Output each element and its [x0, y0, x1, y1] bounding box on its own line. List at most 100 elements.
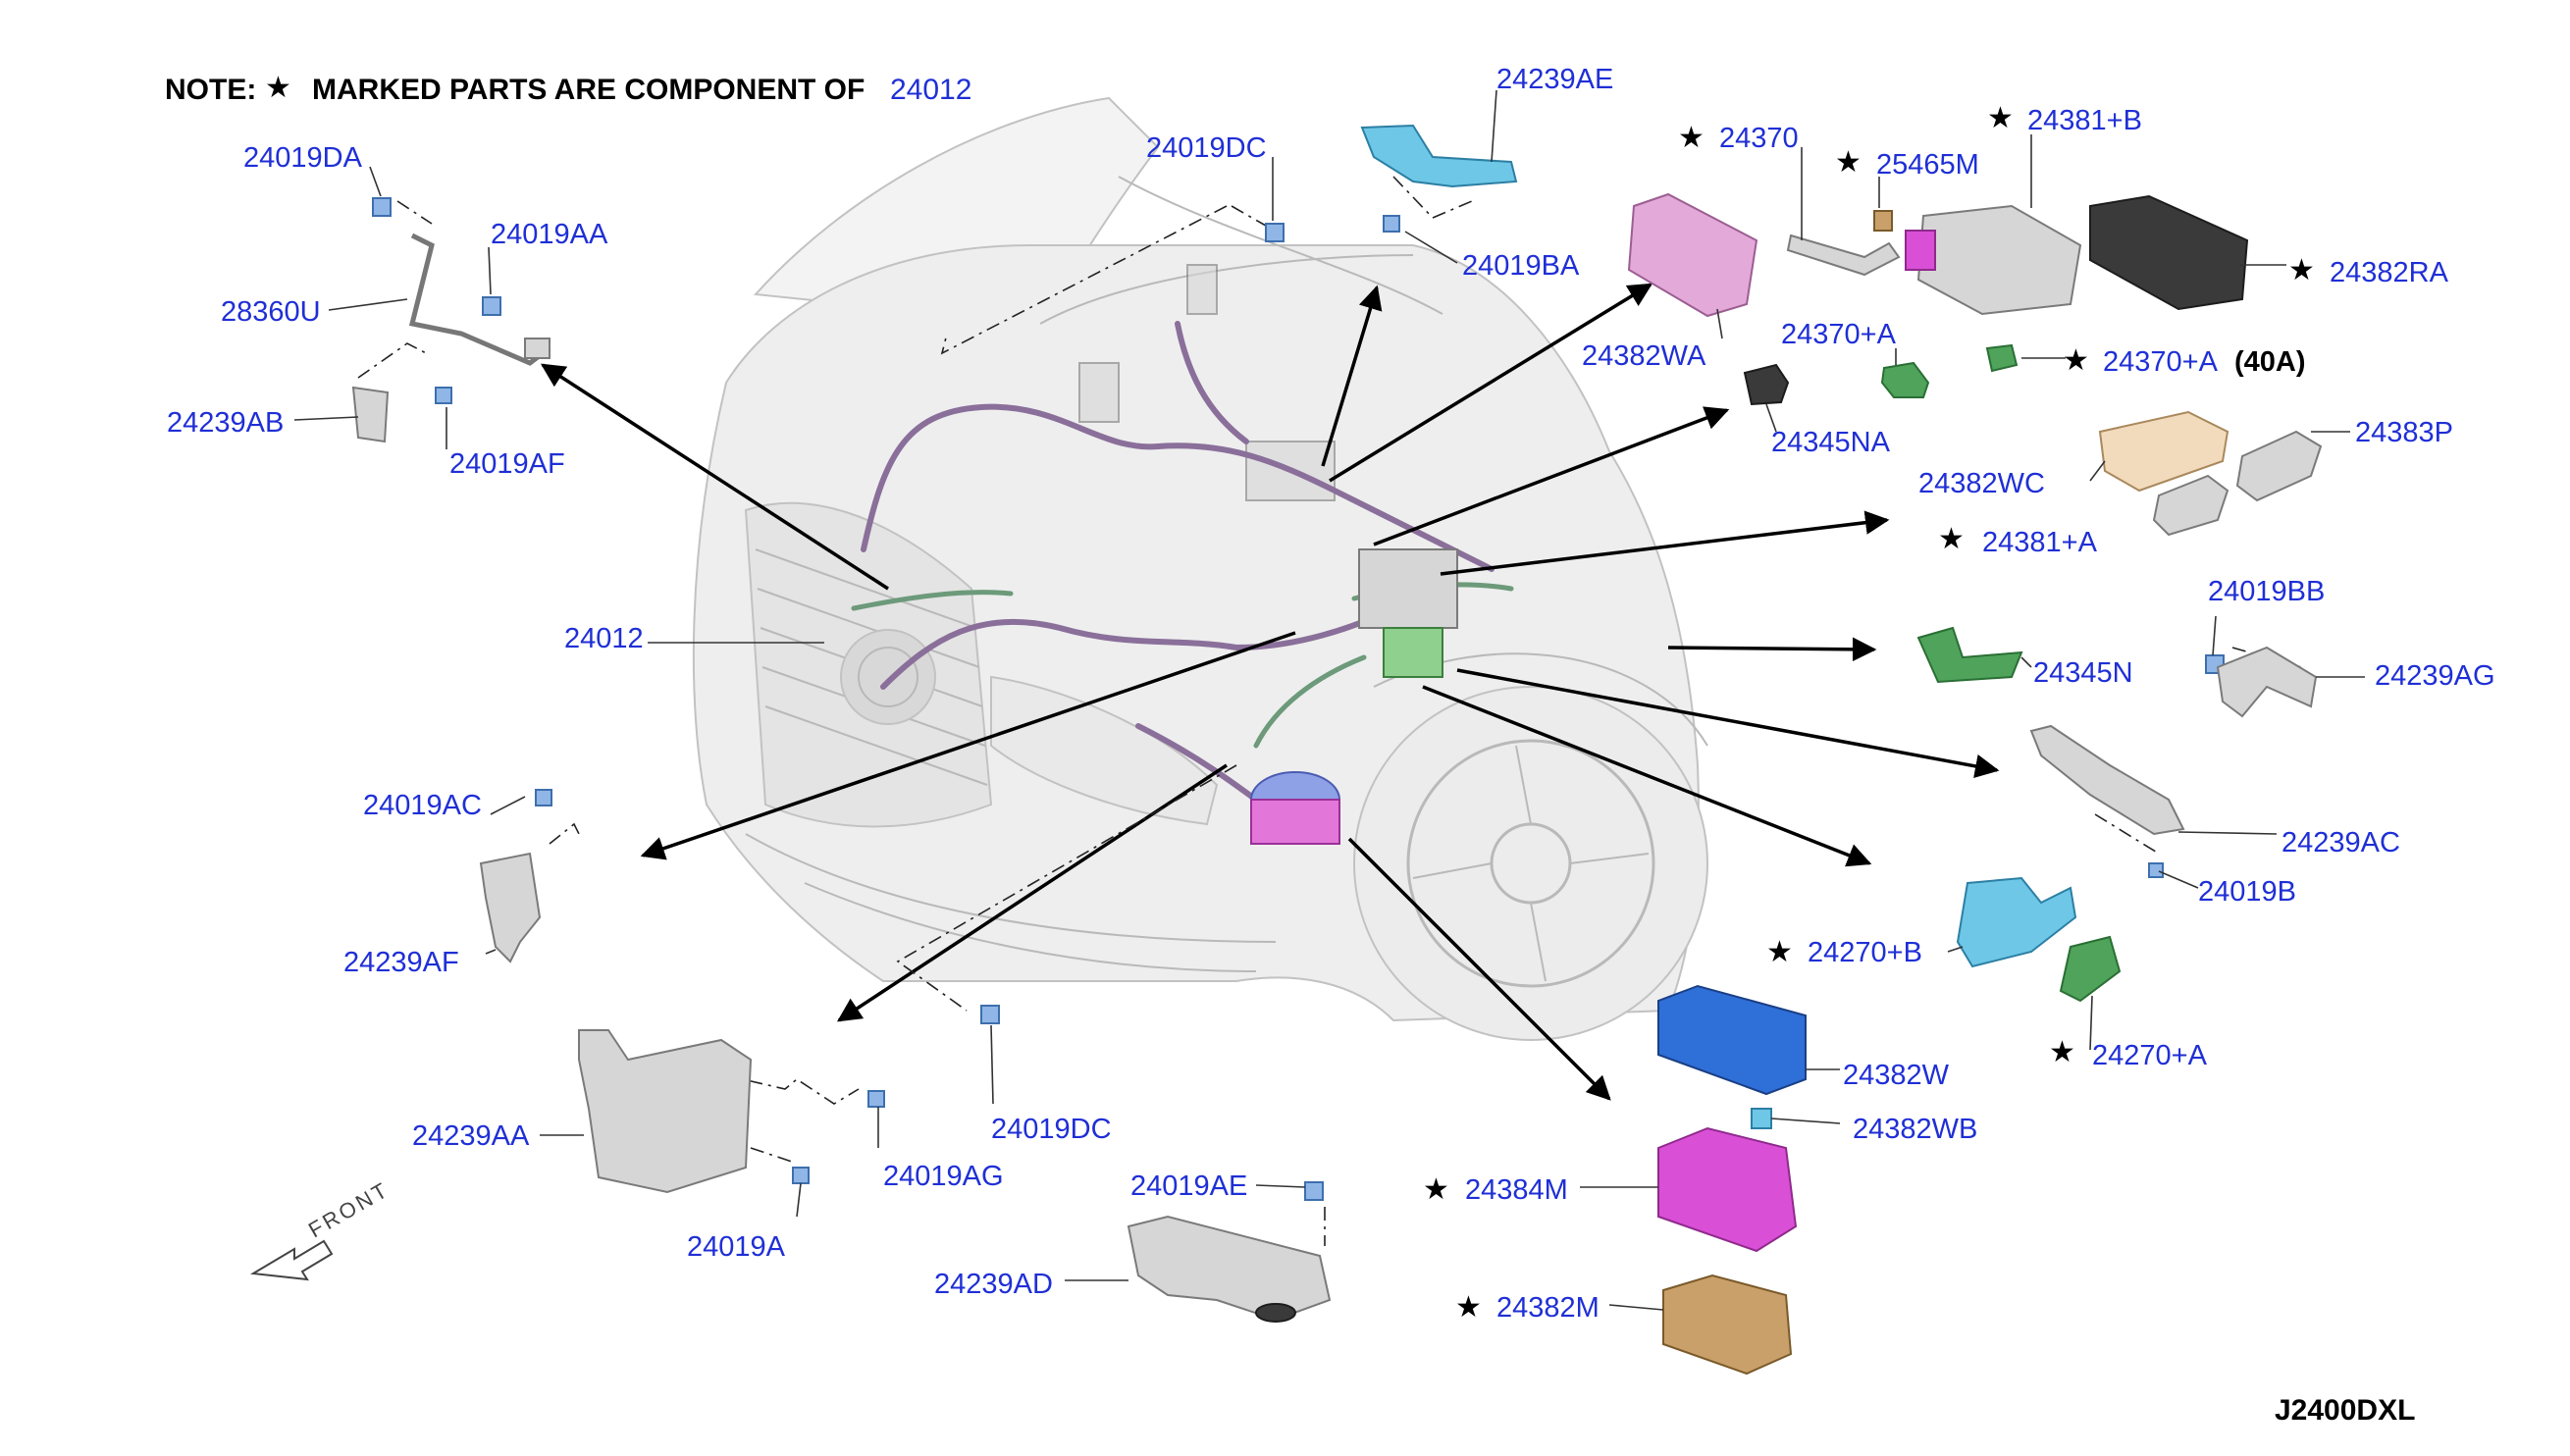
label-24270A: 24270+A [2092, 1040, 2208, 1071]
label-24239AD: 24239AD [934, 1269, 1053, 1300]
label-24019AG: 24019AG [883, 1161, 1004, 1192]
star-icon: ★ [1987, 101, 2014, 135]
label-24239AF: 24239AF [343, 947, 459, 978]
part-24019AC-clip [535, 789, 552, 806]
note-header: NOTE: ★ MARKED PARTS ARE COMPONENT OF 24… [165, 71, 971, 106]
label-24019AE: 24019AE [1130, 1170, 1247, 1202]
label-24382WC: 24382WC [1918, 468, 2045, 499]
label-24383P: 24383P [2355, 417, 2453, 448]
part-24019B-clip [2148, 862, 2164, 878]
label-24019A: 24019A [687, 1231, 786, 1263]
part-24019AE-clip [1304, 1181, 1324, 1201]
diagram-code: J2400DXL [2275, 1394, 2415, 1427]
star-icon: ★ [1766, 935, 1793, 969]
part-24019DC-clip-top [1265, 223, 1285, 242]
label-24381B: 24381+B [2027, 105, 2142, 136]
part-24239AD-bracket [1127, 1215, 1332, 1323]
label-28360U: 28360U [221, 296, 321, 328]
part-24019DA-clip [372, 197, 392, 217]
label-24019DC-bottom: 24019DC [991, 1114, 1112, 1145]
part-24382WA-box [1627, 192, 1758, 318]
label-24381A: 24381+A [1982, 527, 2098, 558]
label-24019B: 24019B [2198, 876, 2296, 908]
part-24370A-green-2 [1985, 343, 2019, 373]
part-24239AE-bracket [1360, 124, 1518, 188]
label-24382M: 24382M [1496, 1292, 1600, 1324]
part-24019BA-clip [1383, 215, 1400, 233]
assembly-dash-lines [357, 176, 2302, 1246]
label-24382W: 24382W [1843, 1060, 1950, 1091]
part-24382M-tray [1662, 1274, 1793, 1376]
amp-rating: (40A) [2234, 346, 2306, 378]
arrows [540, 283, 2000, 1101]
label-24382WA: 24382WA [1582, 340, 1706, 372]
star-icon: ★ [1938, 522, 1965, 556]
part-24370A-green-1 [1880, 361, 1930, 398]
part-25465M-fuse [1873, 210, 1893, 232]
part-24019DC-clip-bottom [980, 1005, 1000, 1024]
label-24019AA: 24019AA [491, 219, 608, 250]
label-leaders [293, 89, 2365, 1311]
part-24239AC-bracket [2029, 724, 2185, 836]
vehicle-front-illustration [692, 96, 1708, 1041]
star-icon: ★ [265, 71, 291, 105]
part-28360U-bracket [408, 233, 551, 366]
label-25465M: 25465M [1876, 149, 1979, 181]
star-icon: ★ [2049, 1035, 2075, 1069]
label-24019AC: 24019AC [363, 790, 482, 821]
part-24384M-box [1657, 1126, 1798, 1253]
label-24270B: 24270+B [1808, 937, 1922, 968]
part-24345N-green-bracket [1916, 626, 2023, 684]
label-24239AA: 24239AA [412, 1120, 530, 1152]
part-24382RA-cover [2089, 194, 2249, 311]
star-icon: ★ [2288, 253, 2315, 287]
part-24383P-connector [2235, 430, 2323, 502]
label-24019BA: 24019BA [1462, 250, 1580, 282]
part-24382WC-box [2098, 410, 2229, 493]
label-24012: 24012 [564, 623, 644, 654]
part-24382WB-clip [1751, 1108, 1772, 1129]
front-label: FRONT [304, 1176, 393, 1242]
part-24345NA-relay [1743, 363, 1790, 406]
part-24239AG-bracket [2216, 646, 2318, 718]
label-24370A-2: 24370+A [2103, 346, 2219, 378]
part-24239AB-bracket [351, 386, 390, 443]
label-24370A-1: 24370+A [1781, 319, 1897, 350]
note-text: MARKED PARTS ARE COMPONENT OF [312, 74, 865, 106]
label-24370: 24370 [1719, 123, 1799, 154]
star-icon: ★ [1423, 1172, 1449, 1207]
part-24239AF-bracket [479, 852, 542, 963]
part-24382W-cover [1657, 984, 1807, 1096]
part-labels: 24019DA 24019AA 28360U 24239AB 24019AF 2… [167, 64, 2495, 1325]
part-24019AG-clip [867, 1090, 885, 1108]
part-24239AA-bracket [578, 1029, 753, 1194]
part-24019A-clip [792, 1167, 810, 1184]
star-icon: ★ [1678, 121, 1705, 155]
label-24019DC-top: 24019DC [1146, 132, 1267, 164]
label-24239AE: 24239AE [1496, 64, 1613, 95]
label-24345NA: 24345NA [1771, 427, 1891, 458]
part-24270A-bracket [2059, 935, 2122, 1003]
part-24381A-fuse [2152, 474, 2229, 537]
part-24019AA-bolt [482, 296, 501, 316]
label-24384M: 24384M [1465, 1174, 1568, 1206]
label-24019DA: 24019DA [243, 142, 363, 174]
label-24239AG: 24239AG [2375, 660, 2495, 692]
label-24239AB: 24239AB [167, 407, 284, 439]
part-24381B-fuse-block [1905, 204, 2082, 316]
front-direction-indicator: FRONT [249, 1176, 393, 1281]
note-ref: 24012 [890, 74, 971, 106]
label-24382WB: 24382WB [1853, 1114, 1977, 1145]
label-24019AF: 24019AF [449, 448, 565, 480]
label-24019BB: 24019BB [2208, 576, 2325, 607]
star-icon: ★ [1455, 1290, 1482, 1325]
label-24345N: 24345N [2033, 657, 2133, 689]
label-24239AC: 24239AC [2282, 827, 2400, 858]
star-icon: ★ [1835, 145, 1862, 180]
part-24019AF-clip [435, 387, 452, 404]
star-icon: ★ [2063, 343, 2089, 378]
part-24370-bracket [1786, 234, 1901, 277]
note-prefix: NOTE: [165, 74, 256, 106]
part-24270B-bracket [1956, 876, 2077, 968]
